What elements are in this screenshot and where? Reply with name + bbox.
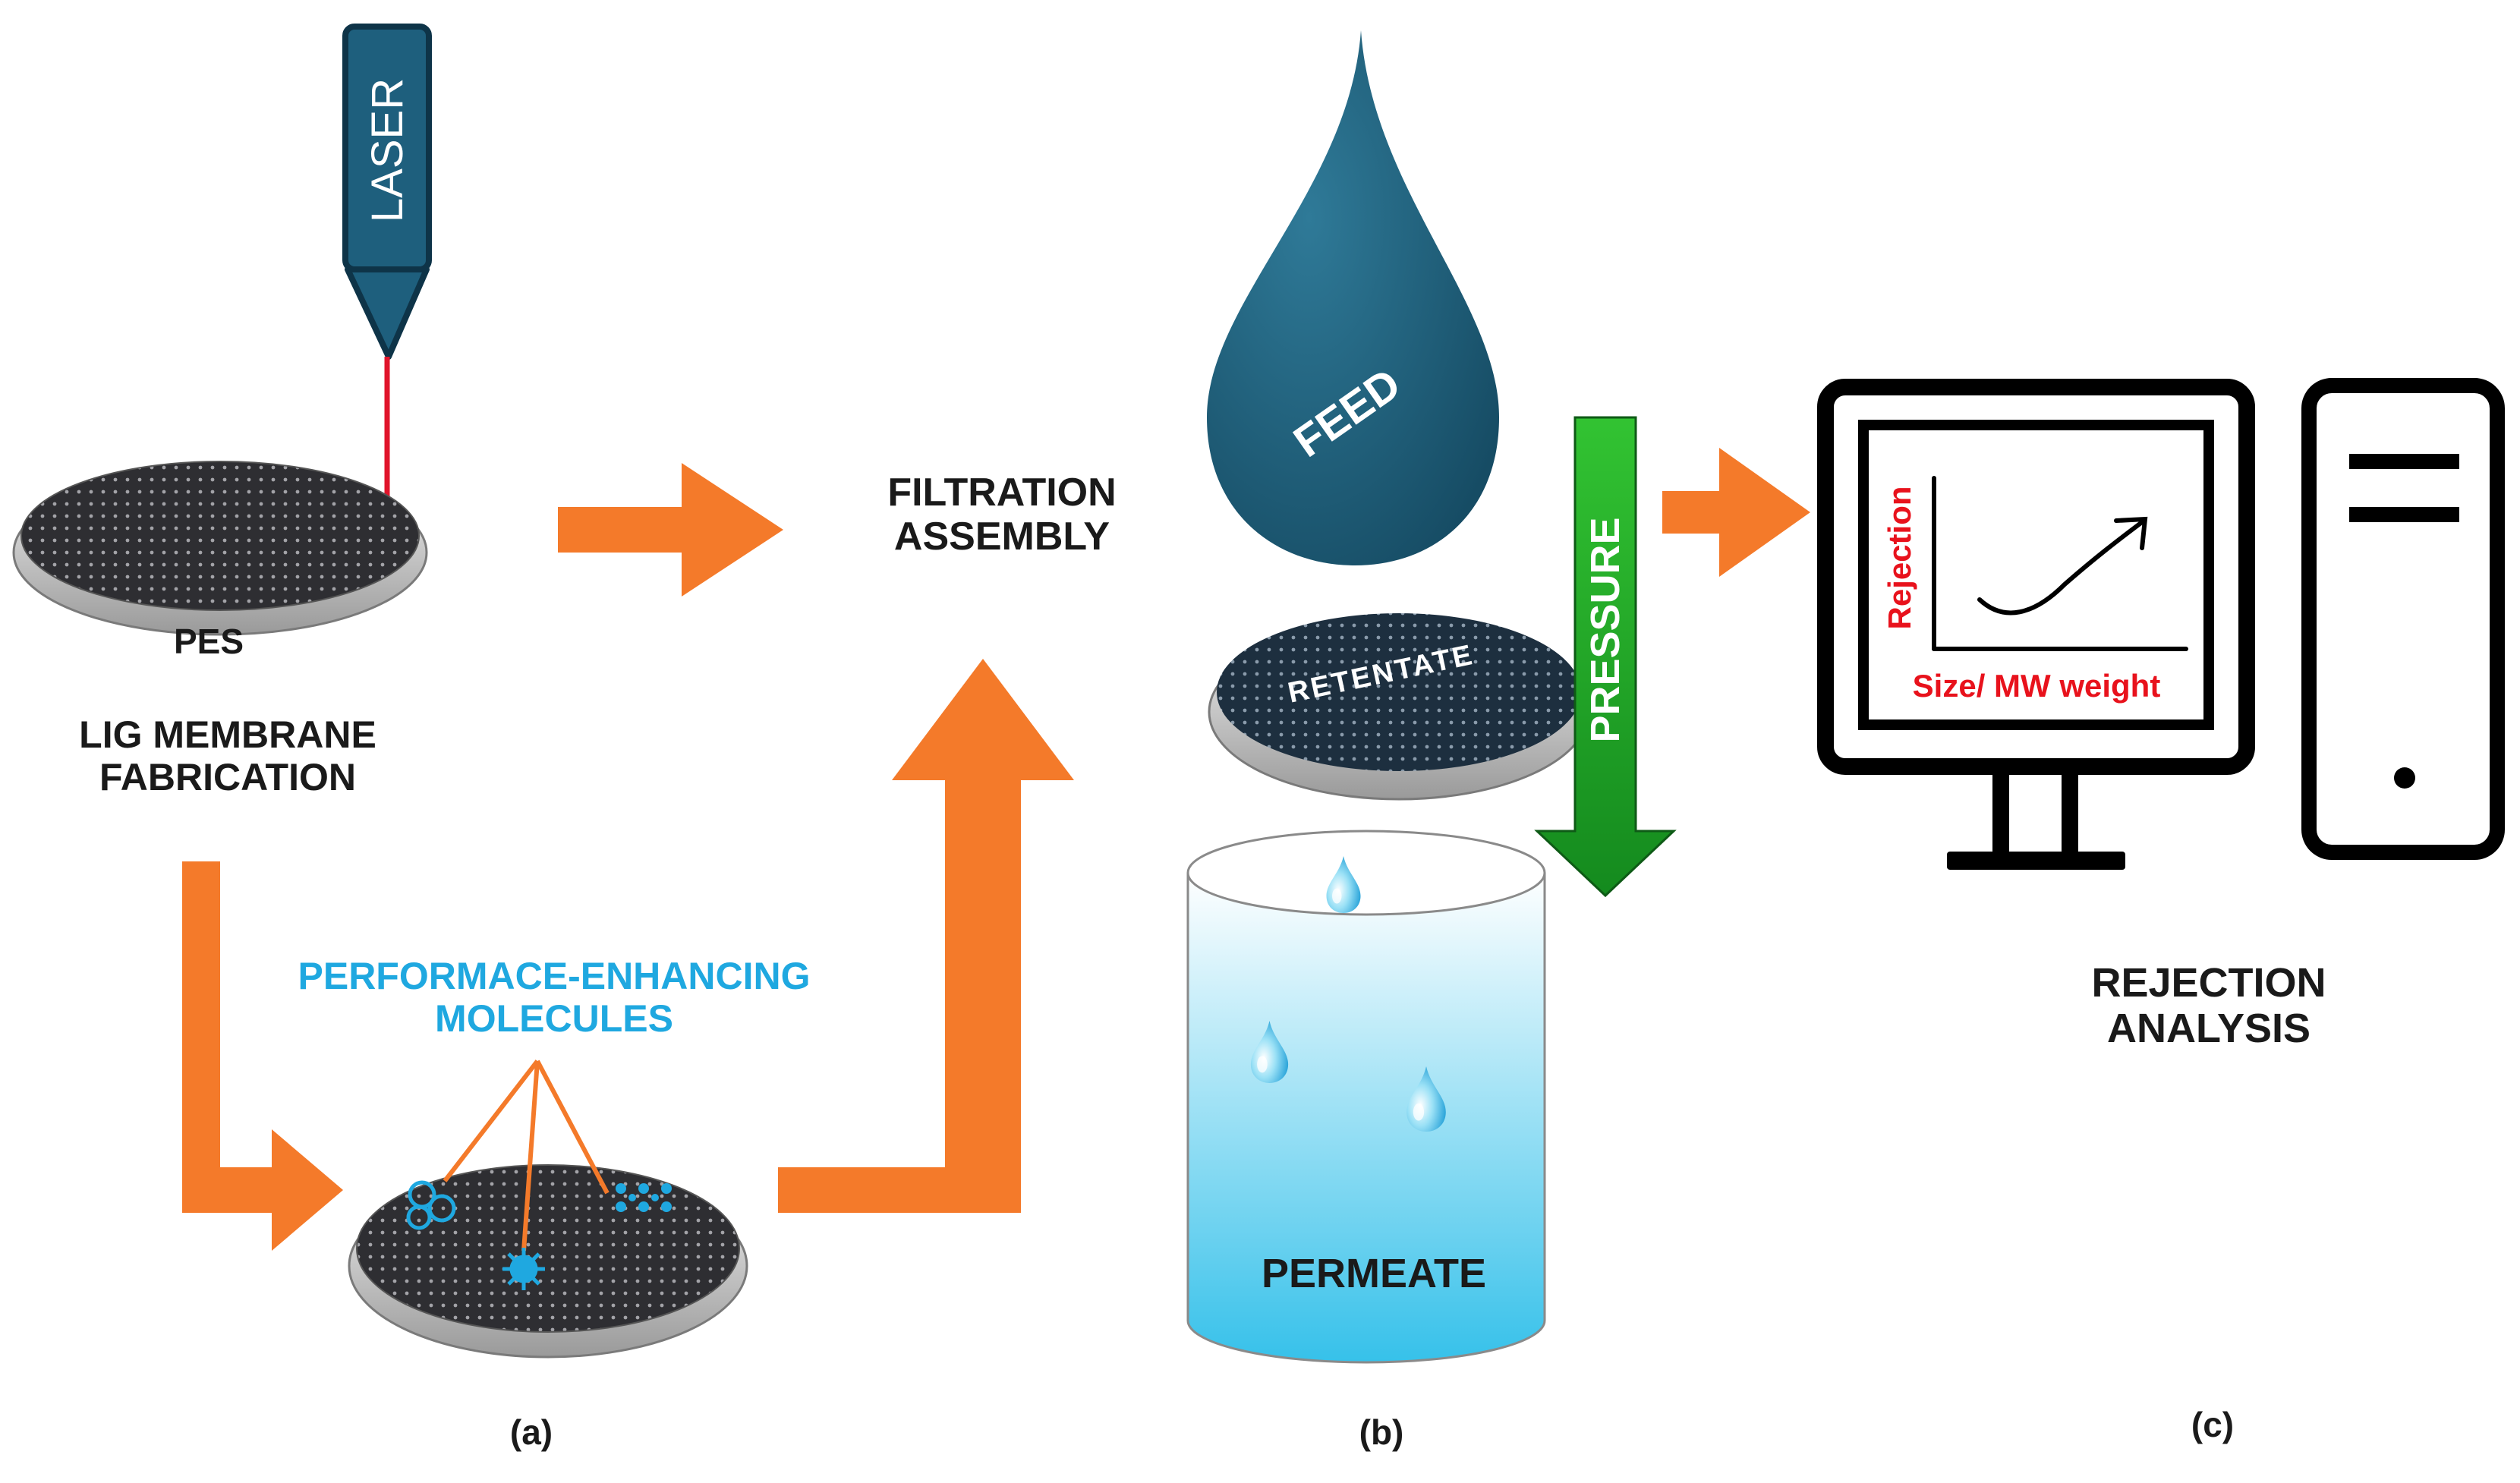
arrow-down-to-modification — [182, 861, 343, 1251]
permeate-label: PERMEATE — [1261, 1251, 1487, 1296]
molecules-label-line-2: MOLECULES — [435, 997, 673, 1040]
caption-b: (b) — [1359, 1412, 1404, 1452]
rejection-analysis-line-1: REJECTION — [2091, 960, 2326, 1006]
arrow-right-fabrication — [558, 463, 783, 597]
pressure-arrow — [1534, 416, 1677, 898]
molecules-label-line-1: PERFORMACE-ENHANCING — [298, 955, 811, 997]
computer-tower-icon — [2301, 378, 2505, 860]
rejection-curve-graphic — [1932, 476, 2188, 651]
caption-a: (a) — [509, 1412, 553, 1452]
pes-label: PES — [173, 622, 244, 661]
lig-fabrication-title: LIG MEMBRANE FABRICATION — [30, 713, 425, 798]
molecules-label: PERFORMACE-ENHANCING MOLECULES — [250, 955, 858, 1040]
laser-device — [342, 24, 432, 540]
feed-drop — [1207, 30, 1499, 565]
pressure-label: PRESSURE — [1583, 517, 1628, 742]
arrow-up-to-filtration — [778, 659, 1074, 1213]
lig-fabrication-title-line-1: LIG MEMBRANE — [79, 713, 376, 756]
filtration-assembly-label: FILTRATION ASSEMBLY — [843, 471, 1161, 559]
molecule-pointer-lines — [443, 1060, 610, 1252]
monitor-icon — [1817, 379, 2255, 870]
molecule-cluster-icon — [406, 1180, 456, 1230]
filtration-assembly-line-2: ASSEMBLY — [893, 515, 1110, 559]
arrow-right-analysis — [1662, 448, 1810, 577]
lig-membrane-disc — [12, 461, 428, 636]
laser-label: LASER — [363, 78, 412, 222]
retentate-membrane — [1208, 613, 1590, 801]
lig-fabrication-title-line-2: FABRICATION — [99, 756, 356, 798]
chart-y-axis-label: Rejection — [1882, 486, 1917, 629]
permeate-container — [1186, 830, 1546, 1364]
caption-c: (c) — [2191, 1405, 2235, 1444]
chart-x-axis-label: Size/ MW weight — [1913, 668, 2161, 704]
molecule-star-icon — [502, 1248, 545, 1290]
rejection-analysis-title: REJECTION ANALYSIS — [2019, 960, 2399, 1052]
filtration-assembly-line-1: FILTRATION — [887, 471, 1117, 515]
molecule-dots-icon — [616, 1183, 672, 1212]
rejection-analysis-line-2: ANALYSIS — [2106, 1006, 2311, 1052]
